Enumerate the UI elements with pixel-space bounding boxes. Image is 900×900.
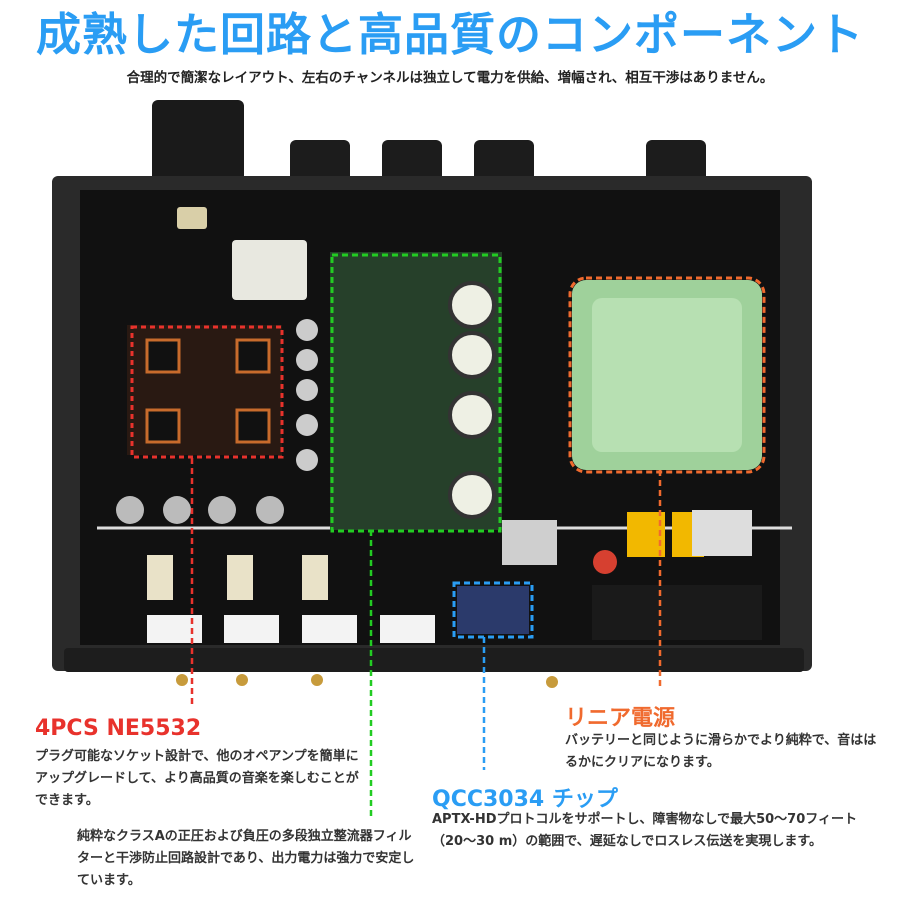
qcc3034-highlight: [452, 581, 534, 639]
page-title: 成熟した回路と高品質のコンポーネント: [35, 8, 864, 61]
ne5532-title: 4PCS NE5532: [35, 716, 202, 741]
filter-description: 純粋なクラスAの正圧および負圧の多段独立整流器フィルターと干渉防止回路設計であり…: [77, 829, 415, 888]
opamp-chip-4: [235, 408, 271, 444]
volume-knob: [152, 100, 244, 192]
relay: [692, 510, 752, 556]
amplifier-board-photo: [52, 100, 812, 688]
qcc3034-title: QCC3034 チップ: [432, 787, 618, 812]
qcc3034-module: [457, 586, 529, 634]
opamp-chip-1: [145, 338, 181, 374]
linear-power-description: バッテリーと同じように滑らかでより純粋で、音ははるかにクリアになります。: [565, 733, 877, 770]
power-socket: [592, 585, 762, 640]
ne5532-description: プラグ可能なソケット設計で、他のオペアンプを簡単にアップグレードして、より高品質…: [35, 749, 359, 808]
power-resistors: [232, 240, 307, 300]
page-subtitle: 合理的で簡潔なレイアウト、左右のチャンネルは独立して電力を供給、増幅され、相互干…: [126, 70, 774, 86]
linear-power-title: リニア電源: [565, 706, 676, 731]
linear-power-highlight: [568, 276, 766, 474]
front-panel: [64, 648, 804, 672]
qcc3034-description: APTX-HDプロトコルをサポートし、障害物なしで最大50〜70フィート（20〜…: [432, 812, 858, 849]
opamp-chip-2: [235, 338, 271, 374]
ne5532-highlight: [130, 325, 284, 459]
filter-highlight: [330, 253, 502, 533]
opamp-chip-3: [145, 408, 181, 444]
